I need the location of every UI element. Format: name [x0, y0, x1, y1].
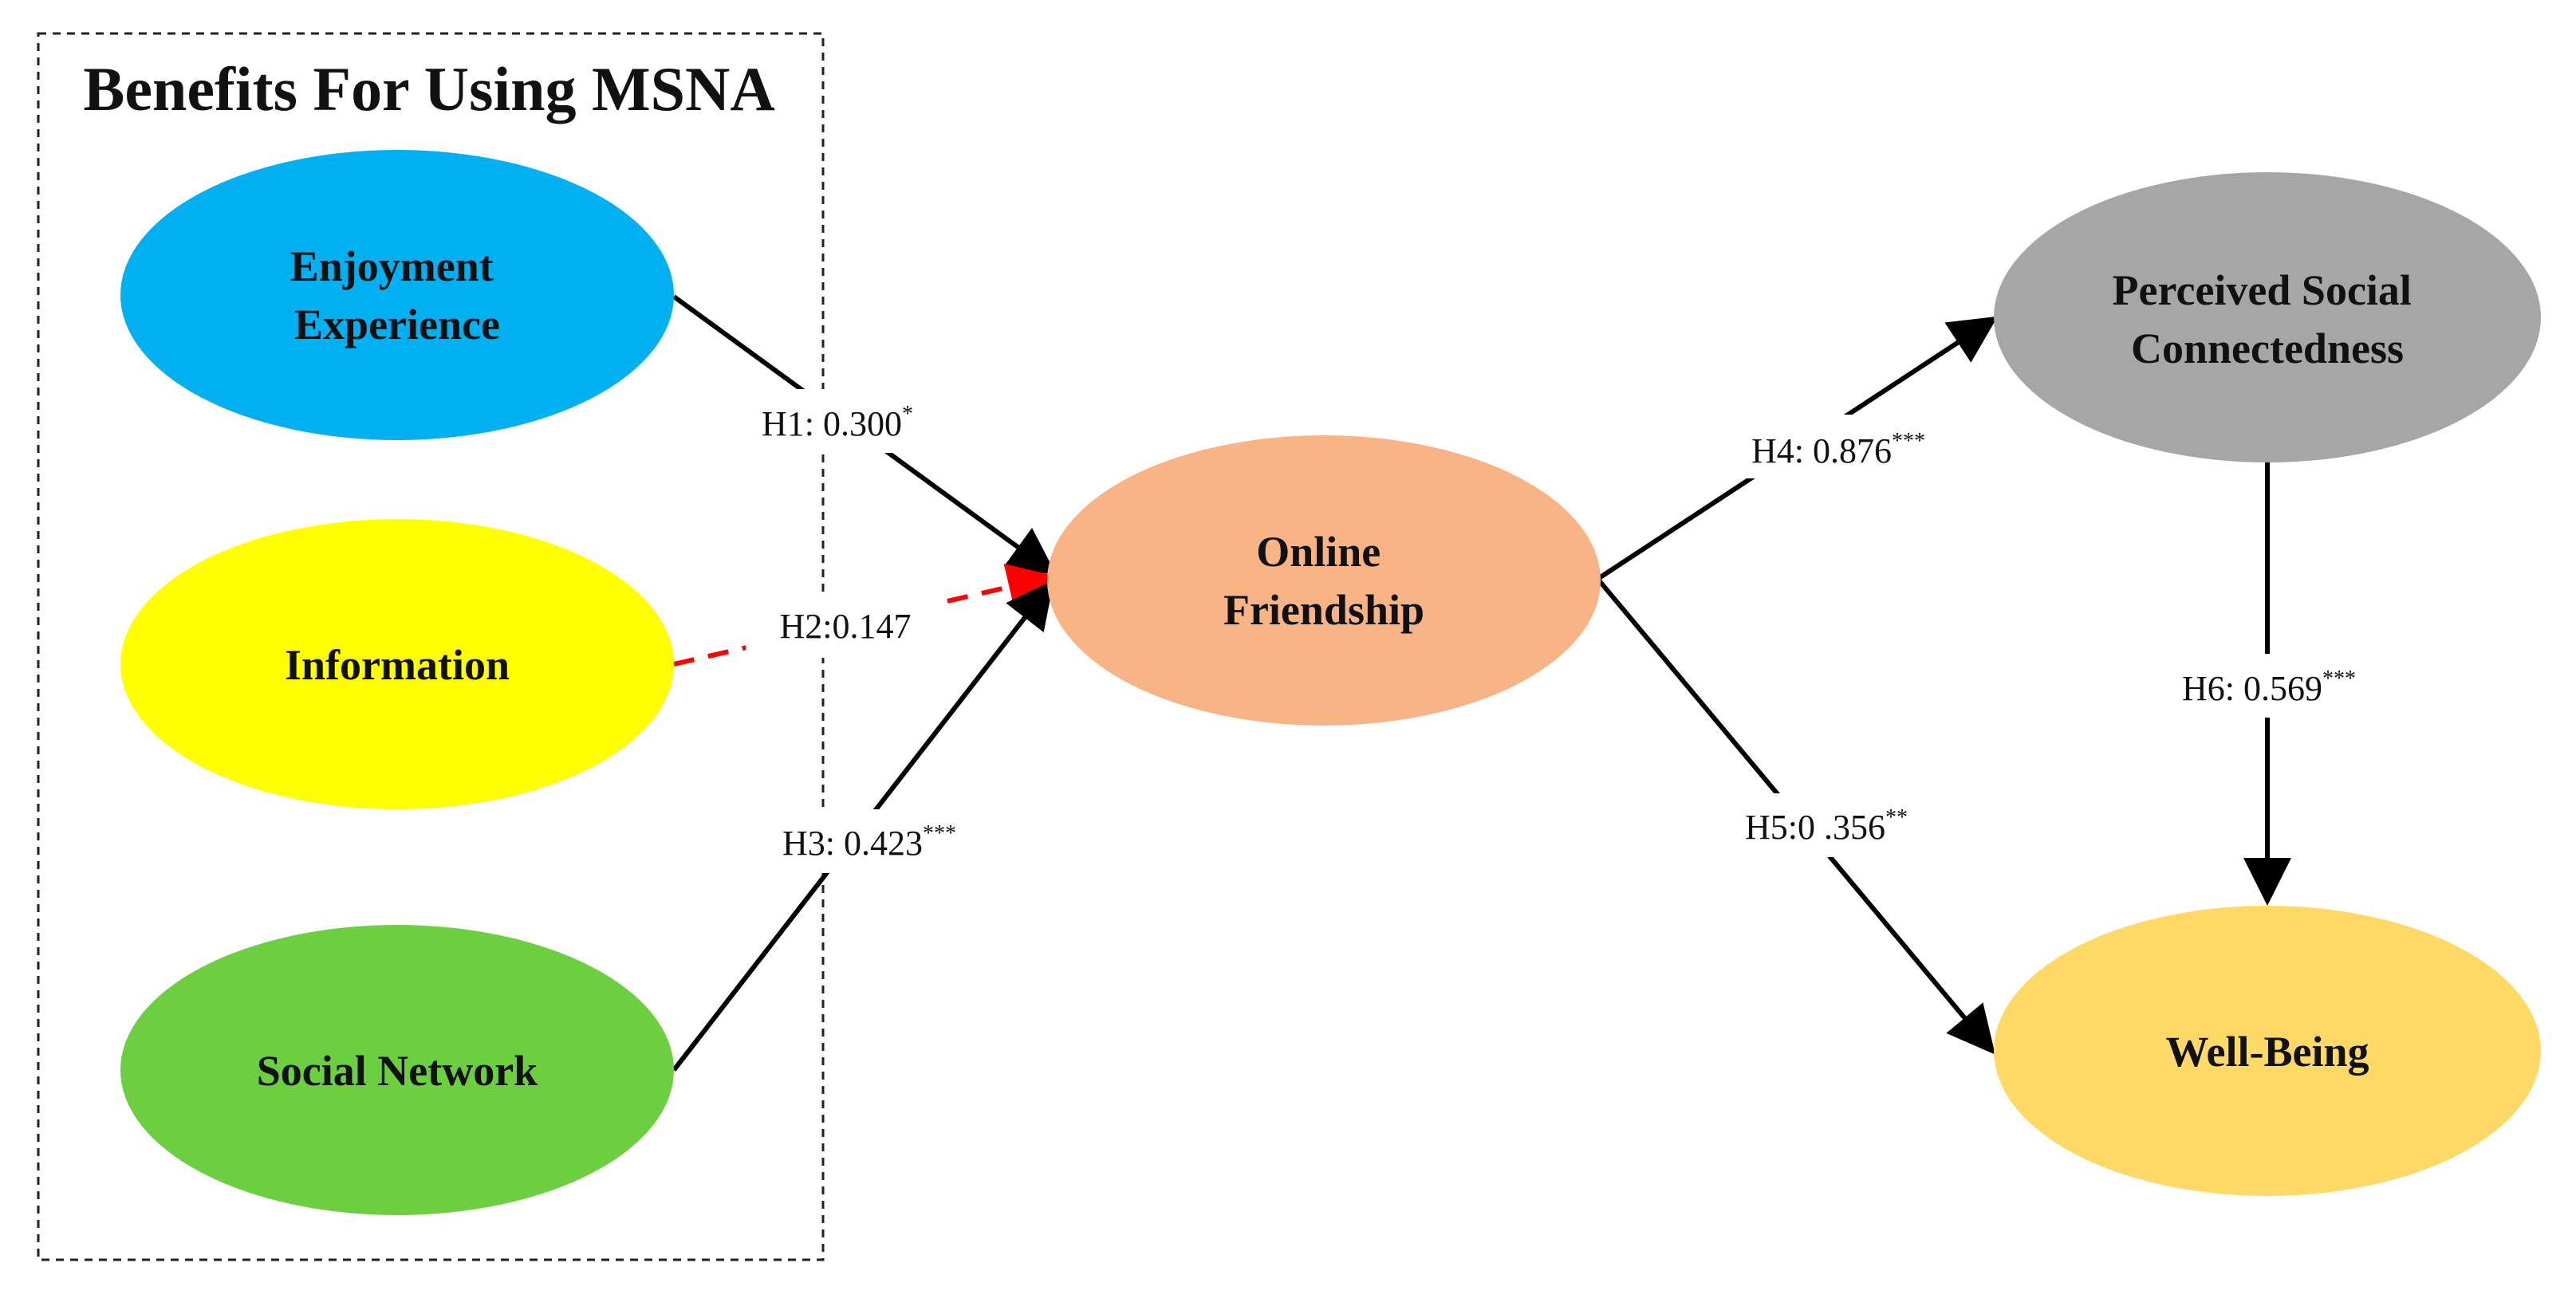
- node-perceived-line-1: Perceived Social: [2113, 266, 2412, 314]
- edge-h2-label: H2:0.147: [780, 607, 912, 646]
- node-enjoyment-experience: Enjoyment Experience: [120, 150, 674, 440]
- svg-text:Online Friendship: Online Friendship: [1223, 528, 1424, 634]
- node-information: Information: [120, 519, 674, 809]
- svg-text:Social Network: Social Network: [257, 1047, 538, 1095]
- svg-text:Perceived Social Connect: Perceived Social Connectedness: [2113, 266, 2423, 372]
- edge-h1-label: H1: 0.300*: [762, 402, 913, 443]
- edge-h3-label: H3: 0.423***: [782, 821, 956, 863]
- node-perceived-social-connectedness: Perceived Social Connectedness: [1994, 172, 2541, 462]
- svg-text:Enjoyment Experience: Enjoyment Experience: [290, 242, 505, 348]
- node-well-being-line-1: Well-Being: [2166, 1028, 2369, 1076]
- node-enjoyment-line-1: Enjoyment: [290, 242, 494, 290]
- edge-h2: H2:0.147: [673, 563, 1056, 667]
- edge-h6: H6: 0.569***: [2145, 462, 2401, 906]
- edge-h3: H3: 0.423***: [672, 580, 1054, 1072]
- node-enjoyment-line-2: Experience: [294, 301, 500, 348]
- edge-h1: H1: 0.300*: [672, 294, 1057, 576]
- edge-h6-label: H6: 0.569***: [2182, 667, 2356, 708]
- node-online-friendship-line-2: Friendship: [1223, 586, 1424, 634]
- node-social-network-line-1: Social Network: [257, 1047, 538, 1095]
- svg-text:Well-Being: Well-Being: [2166, 1028, 2369, 1076]
- node-information-line-1: Information: [285, 641, 510, 689]
- edge-h5-label: H5:0 .356**: [1745, 805, 1908, 847]
- edge-h4-label: H4: 0.876***: [1751, 429, 1925, 470]
- node-social-network: Social Network: [120, 925, 674, 1215]
- svg-text:Information: Information: [285, 641, 510, 689]
- group-title: Benefits For Using MSNA: [83, 54, 774, 124]
- node-well-being: Well-Being: [1994, 906, 2541, 1196]
- node-online-friendship-line-1: Online: [1256, 528, 1381, 576]
- node-perceived-line-2: Connectedness: [2131, 325, 2404, 372]
- edge-h4: H4: 0.876***: [1597, 316, 1999, 580]
- edge-h5: H5:0 .356**: [1597, 579, 1995, 1055]
- node-online-friendship: Online Friendship: [1047, 435, 1601, 726]
